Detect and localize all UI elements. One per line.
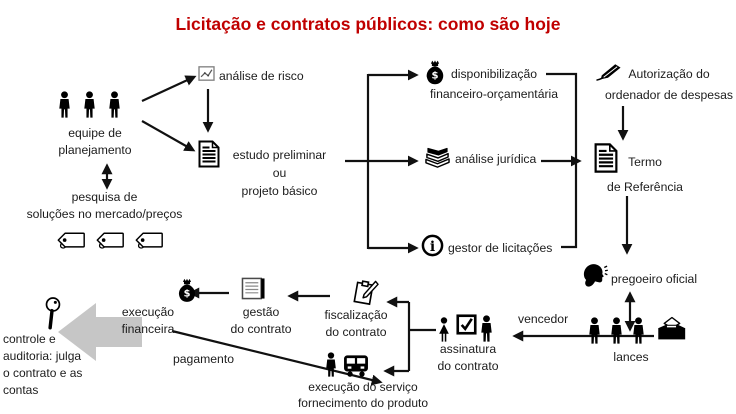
contract-document-icon <box>241 277 266 300</box>
man-icon <box>480 315 493 342</box>
page-title: Licitação e contratos públicos: como são… <box>175 14 561 34</box>
price-tags-icons <box>55 231 165 251</box>
estudo-label: estudo preliminar ou projeto básico <box>232 148 327 198</box>
pregoeiro-label: pregoeiro oficial <box>611 272 698 286</box>
law-books-icon <box>423 145 452 170</box>
price-tag-icon <box>94 231 126 251</box>
exec-servico-label: execução do serviço fornecimento do prod… <box>297 380 429 410</box>
checked-checkbox-icon <box>456 314 477 335</box>
team-people-icons <box>58 91 121 118</box>
analise-juridica-label: análise jurídica <box>455 152 537 166</box>
price-tag-icon <box>133 231 165 251</box>
info-circle-icon <box>421 234 444 257</box>
fiscalizacao-label: fiscalização do contrato <box>324 308 388 339</box>
magnifier-icon <box>43 296 62 331</box>
termo-label: Termo de Referência <box>607 155 683 194</box>
price-tag-icon <box>55 231 87 251</box>
equipe-label: equipe de planejamento <box>58 126 132 157</box>
person-icon <box>632 317 645 344</box>
person-icon <box>588 317 601 344</box>
clipboard-pencil-icon <box>352 279 379 306</box>
flow-lines <box>101 69 654 386</box>
assinatura-label: assinatura do contrato <box>437 342 499 373</box>
speaking-head-icon <box>582 261 608 287</box>
disponibilizacao-label: disponibilização financeiro-orçamentária <box>429 67 559 101</box>
gestor-label: gestor de licitações <box>448 241 553 255</box>
person-icon <box>610 317 623 344</box>
gestao-label: gestão do contrato <box>230 305 292 336</box>
worker-icon <box>325 352 337 377</box>
controle-label: controle e auditoria: julga o contrato e… <box>3 332 83 397</box>
truck-icon <box>342 354 370 377</box>
edge-label-vencedor: vencedor <box>518 312 569 326</box>
person-icon <box>83 91 96 118</box>
money-bag-icon <box>176 278 198 303</box>
autorizacao-label: Autorização do ordenador de despesas <box>604 67 734 102</box>
lances-label: lances <box>613 350 649 364</box>
edge-label-pagamento: pagamento <box>173 352 234 366</box>
ballot-box-icon <box>656 314 687 342</box>
bidders-icons <box>588 317 645 344</box>
woman-icon <box>437 317 451 342</box>
person-icon <box>108 91 121 118</box>
line-chart-icon <box>198 66 215 81</box>
audit-block-arrow <box>58 303 142 361</box>
person-icon <box>58 91 71 118</box>
pesquisa-label: pesquisa de soluções no mercado/preços <box>26 190 183 221</box>
exec-financeira-label: execução financeira <box>121 305 175 336</box>
analise-risco-label: análise de risco <box>219 69 304 83</box>
